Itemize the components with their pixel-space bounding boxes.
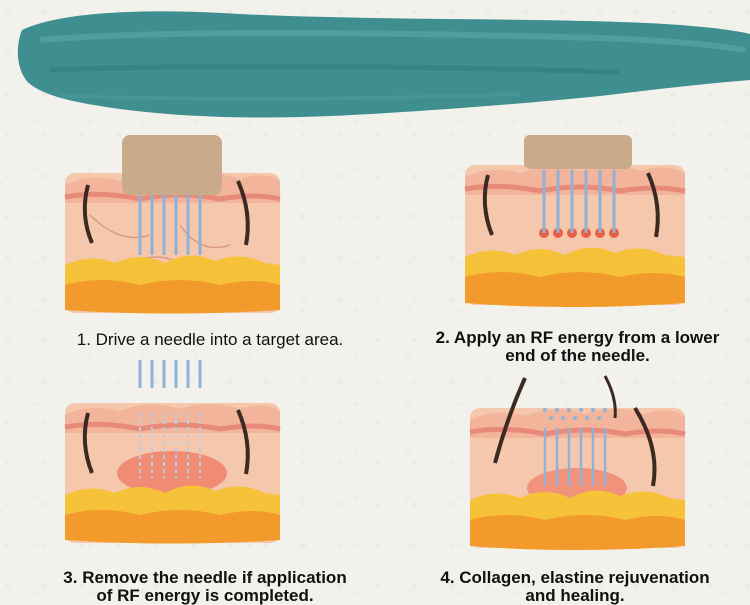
step-4-caption-line2: and healing. (525, 586, 625, 605)
step-3-illustration (60, 358, 290, 548)
step-3-caption-line2: of RF energy is completed. (96, 586, 314, 605)
step-3-caption-line1: 3. Remove the needle if application (63, 568, 347, 587)
brush-stroke-banner (17, 11, 750, 118)
step-1-caption: 1. Drive a needle into a target area. (76, 330, 344, 349)
step-2-caption-line2: end of the needle. (505, 346, 650, 365)
step-4-illustration (465, 368, 695, 558)
step-1-illustration (60, 125, 290, 315)
step-4-caption-line1: 4. Collagen, elastine rejuvenation (440, 568, 710, 587)
step-2-illustration (460, 125, 690, 315)
step-2-caption-line1: 2. Apply an RF energy from a lower (435, 328, 720, 347)
